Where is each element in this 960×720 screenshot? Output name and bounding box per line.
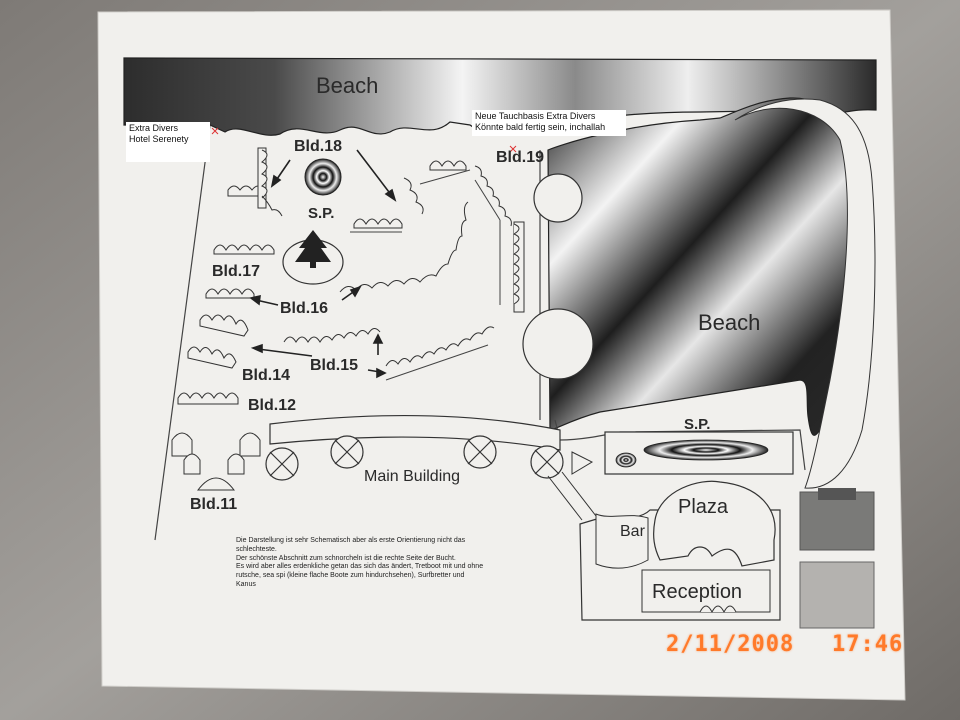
reception-entrance: [699, 605, 737, 614]
sp-right-label: S.P.: [684, 416, 710, 433]
row-divider-lines: [350, 169, 501, 381]
pool-right: [643, 439, 769, 461]
beach-top-area: [123, 57, 877, 136]
walkway-line-1: [547, 475, 583, 521]
description-line1: Die Darstellung ist sehr Schematisch abe…: [236, 537, 466, 553]
note-right-line2: Könnte bald fertig sein, inchallah: [475, 122, 606, 132]
bld19-label: Bld.19: [496, 149, 544, 166]
note-left-line2: Hotel Serenety: [129, 134, 189, 144]
parking-block-2: [799, 561, 875, 629]
walkway-line-2: [561, 471, 597, 517]
description-line2: Der schönste Abschnitt zum schnorcheln i…: [236, 554, 456, 562]
note-new-dive-base: Neue Tauchbasis Extra Divers Könnte bald…: [472, 110, 626, 136]
main-building-arrow: [571, 451, 594, 475]
bld11-label: Bld.11: [190, 496, 237, 513]
bld16-label: Bld.16: [280, 300, 328, 317]
round-structure-2: [522, 308, 594, 380]
tree-trunk: [310, 262, 316, 268]
parking-block-1-top: [818, 488, 856, 500]
map-description: Die Darstellung ist sehr Schematisch abe…: [236, 537, 486, 590]
note-left-line1: Extra Divers: [129, 123, 179, 133]
beach-top-label: Beach: [316, 73, 378, 98]
bungalows: [171, 147, 525, 491]
pool-left: [304, 158, 342, 196]
note-right-line1: Neue Tauchbasis Extra Divers: [475, 111, 596, 121]
bld12-label: Bld.12: [248, 397, 296, 414]
pool-right-small: [615, 452, 637, 468]
time-stamp: 17:46: [832, 632, 904, 657]
main-building-pillars: [265, 435, 564, 481]
parking-block-1: [799, 491, 875, 551]
tree-icon: [295, 230, 331, 262]
main-building-label: Main Building: [364, 468, 460, 485]
plaza-label: Plaza: [678, 496, 729, 518]
direction-arrows: [249, 149, 397, 379]
beach-right-area: [547, 97, 857, 436]
bar-label: Bar: [620, 523, 646, 540]
bld18-label: Bld.18: [294, 138, 342, 155]
beach-right-label: Beach: [698, 310, 760, 335]
bld15-label: Bld.15: [310, 357, 358, 374]
dive-marker-icons: [211, 127, 517, 153]
sp-left-label: S.P.: [308, 205, 334, 222]
date-stamp: 2/11/2008: [666, 632, 795, 657]
round-structure-1: [533, 173, 583, 223]
reception-area: [641, 569, 771, 613]
bld17-label: Bld.17: [212, 263, 260, 280]
bld14-label: Bld.14: [242, 367, 290, 384]
reception-label: Reception: [652, 581, 742, 603]
coast-spit: [734, 98, 876, 489]
description-line3: Es wird aber alles erdenkliche getan das…: [236, 563, 484, 588]
note-extra-divers-serenety: Extra Divers Hotel Serenety: [126, 122, 210, 162]
bar-area: [595, 513, 649, 569]
plaza-area: [653, 480, 776, 567]
